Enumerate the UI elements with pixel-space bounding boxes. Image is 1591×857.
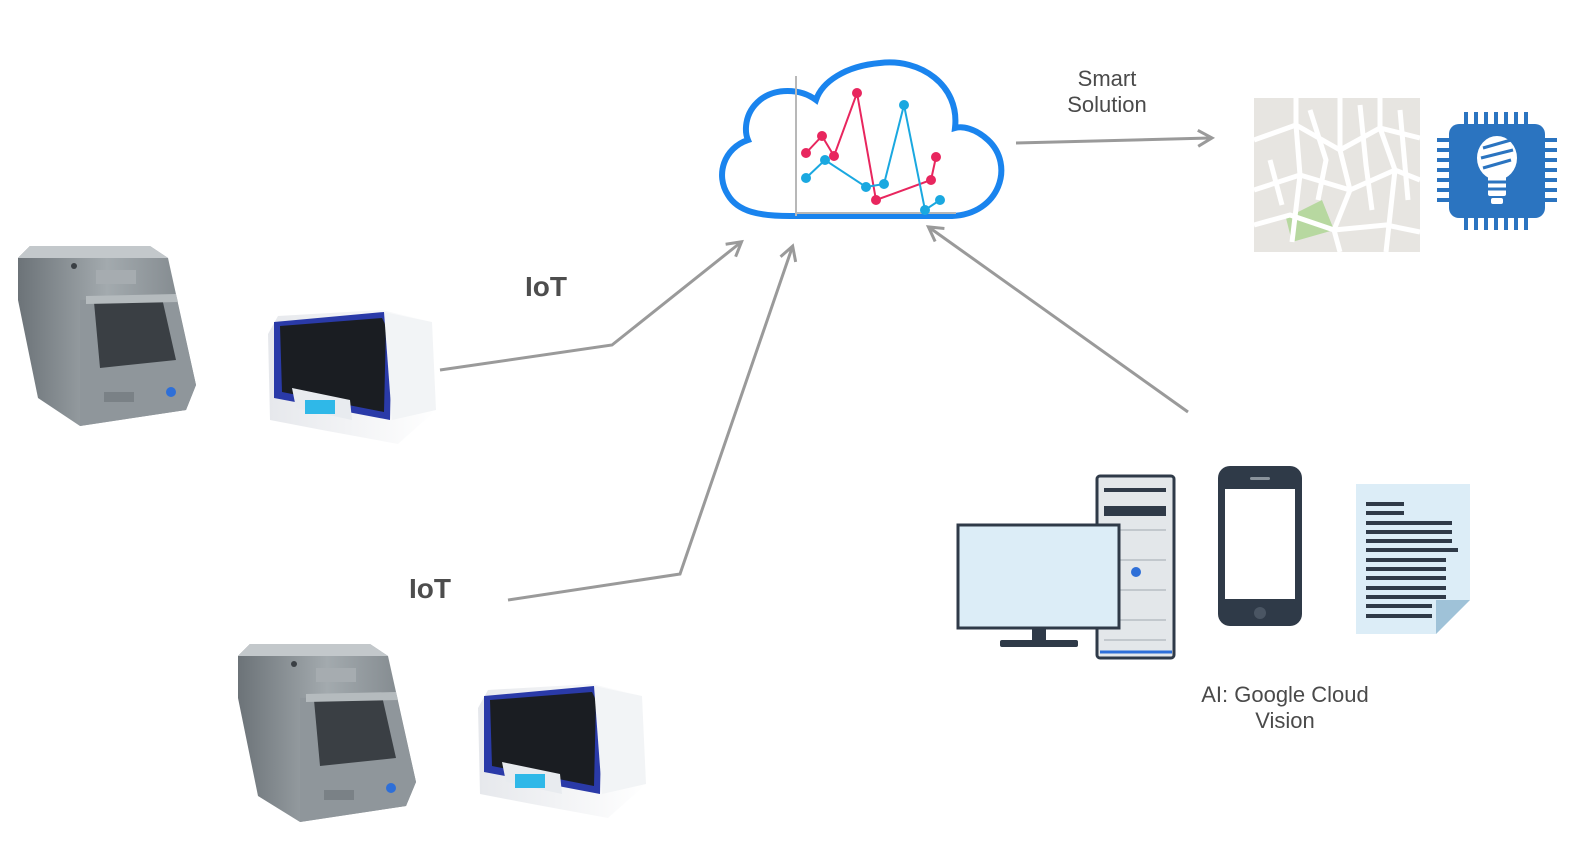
arrows [439, 128, 1216, 602]
white-instrument-top [268, 310, 436, 444]
iot-label-bottom: IoT [409, 573, 451, 604]
arrow-iot-bottom [507, 243, 798, 602]
white-instrument-bottom [478, 684, 646, 818]
ai-vision-label: AI: Google Cloud Vision [1175, 682, 1395, 735]
chart-series-cyan [801, 100, 945, 215]
document-icon [1356, 484, 1470, 634]
iot-label-top: IoT [525, 271, 567, 302]
smart-solution-line1: Smart [1077, 66, 1137, 91]
smart-solution-line2: Solution [1067, 92, 1147, 118]
arrow-ai-to-cloud [925, 225, 1189, 414]
arrow-iot-top [439, 239, 744, 372]
ai-vision-line2: Vision [1255, 708, 1315, 734]
arrow-cloud-to-smart [1015, 128, 1216, 148]
desktop-computer-icon [956, 474, 1176, 660]
ai-vision-line1: AI: Google Cloud [1201, 682, 1369, 707]
map-icon [1253, 98, 1421, 253]
chip-bulb-icon [1437, 112, 1557, 230]
cloud-analytics-icon [719, 59, 1005, 219]
gray-instrument-bottom [238, 644, 416, 822]
chart-series-pink [801, 88, 941, 205]
smartphone-icon [1218, 466, 1302, 626]
gray-instrument-top [18, 246, 196, 426]
smart-solution-label: Smart Solution [1052, 66, 1162, 119]
